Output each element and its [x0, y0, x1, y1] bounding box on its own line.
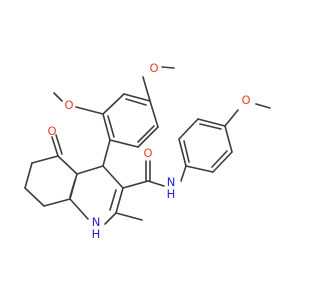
bond: [24, 187, 45, 207]
bond: [183, 140, 190, 163]
bond: [75, 106, 104, 115]
bond: [255, 103, 271, 109]
bond: [137, 126, 159, 148]
bond: [224, 109, 239, 127]
bond: [109, 139, 139, 148]
bond: [123, 93, 151, 102]
bond: [125, 98, 147, 106]
bond: [102, 93, 125, 115]
bond: [197, 118, 226, 127]
bond: [102, 165, 124, 189]
bond: [122, 180, 149, 189]
ketone-oxygen-label: O: [47, 124, 56, 138]
methoxy-oxygen-label: O: [64, 98, 73, 112]
bond: [102, 139, 111, 167]
bond: [53, 92, 63, 102]
bond: [211, 150, 228, 168]
methoxy-oxygen-label: O: [149, 61, 158, 75]
bond: [178, 138, 187, 167]
amide-oxygen-label: O: [143, 146, 152, 160]
bond: [147, 180, 165, 187]
bond: [224, 125, 233, 153]
bond: [55, 134, 63, 155]
bond: [115, 187, 124, 214]
bond: [178, 118, 199, 140]
bond: [51, 136, 59, 157]
bond: [69, 179, 76, 198]
bond: [115, 212, 143, 221]
bond-lines: [24, 66, 271, 225]
bond: [24, 162, 33, 189]
methoxy-oxygen-label: O: [241, 93, 250, 107]
bond: [104, 212, 117, 225]
bond: [161, 66, 175, 69]
bond: [76, 165, 104, 175]
bond: [142, 76, 151, 102]
bond: [199, 123, 222, 130]
bond: [137, 125, 155, 143]
bond: [212, 151, 233, 173]
bond: [102, 113, 111, 141]
bond: [185, 165, 214, 173]
bond: [31, 155, 59, 164]
bond: [180, 165, 187, 182]
bond: [149, 100, 159, 128]
bond: [69, 198, 89, 220]
bond: [57, 155, 78, 175]
bond: [107, 115, 115, 138]
bond: [43, 198, 71, 207]
bond: [109, 189, 117, 211]
